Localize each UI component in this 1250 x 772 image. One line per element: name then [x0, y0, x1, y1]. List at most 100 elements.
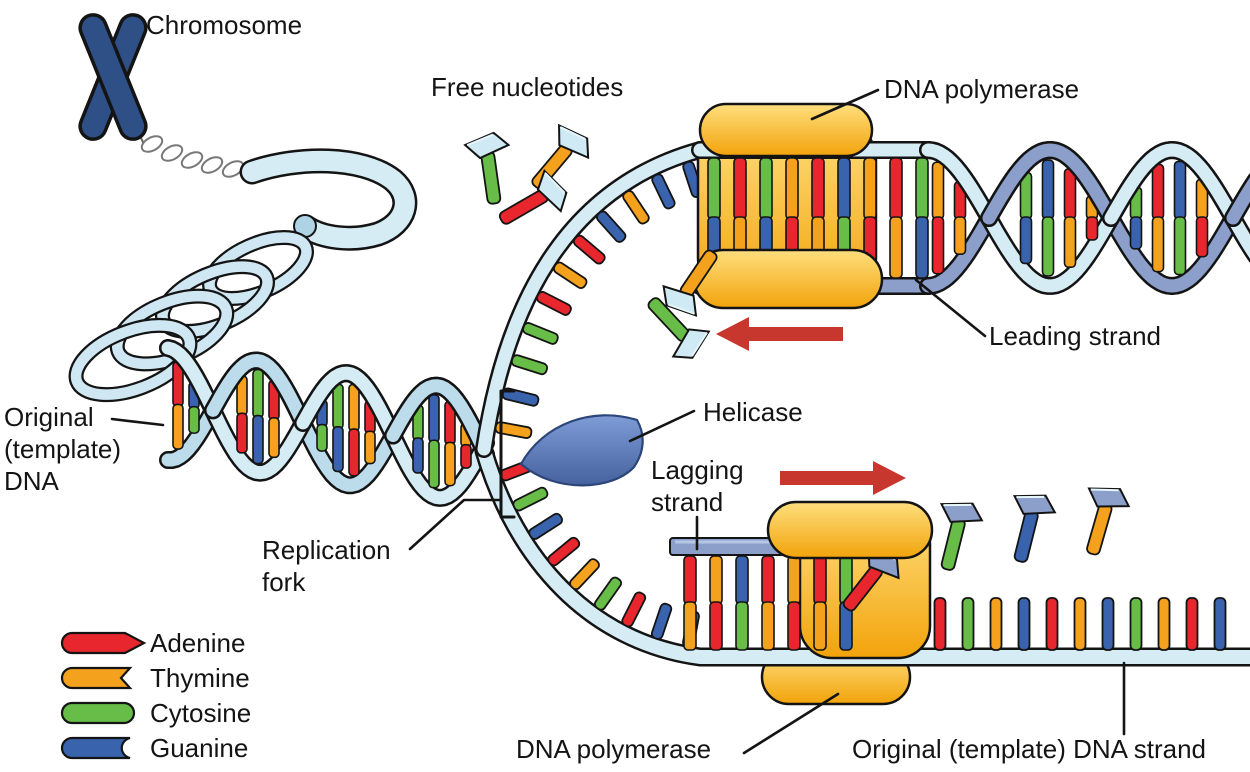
template-base — [1017, 597, 1031, 651]
replication-fork-bracket — [499, 389, 516, 519]
free-nucleotide — [647, 297, 711, 359]
template-base — [510, 354, 549, 376]
replication-fork-label-line2: fork — [262, 567, 306, 597]
thymine-label: Thymine — [150, 663, 250, 693]
dna-polymerase-lagging-upper — [766, 500, 934, 560]
template-base — [547, 536, 581, 567]
leading-strand-assembly — [691, 102, 1250, 310]
template-base — [596, 210, 627, 243]
template-base — [572, 234, 606, 265]
template-base — [494, 421, 533, 439]
base-pair — [332, 383, 344, 473]
template-base — [933, 597, 947, 651]
template-base — [1157, 597, 1171, 651]
leading-direction-arrow — [716, 317, 843, 351]
base-pair — [735, 555, 749, 651]
guanine-label: Guanine — [150, 733, 248, 763]
template-base — [989, 597, 1003, 651]
template-base — [553, 261, 588, 289]
template-base — [1073, 597, 1087, 651]
base-pair — [172, 360, 184, 450]
lagging-strand-label-line1: Lagging — [651, 455, 744, 485]
template-base — [1185, 597, 1199, 651]
guanine-swatch — [60, 736, 131, 760]
diagram-labels: Chromosome Free nucleotides DNA polymera… — [4, 10, 1206, 764]
free-nucleotide — [939, 502, 984, 571]
free-nucleotide — [498, 168, 568, 225]
lagging-strand-assembly — [669, 500, 934, 660]
template-base — [512, 486, 549, 512]
base-pair — [787, 555, 801, 651]
template-base — [522, 322, 559, 345]
diagram-art — [68, 13, 1250, 706]
template-base — [528, 512, 563, 540]
dna-polymerase-bottom-pointer — [742, 692, 840, 755]
template-base — [1129, 597, 1143, 651]
free-nucleotide — [1086, 487, 1131, 556]
base-pair — [236, 375, 248, 454]
base-pair — [1173, 160, 1187, 276]
base-pair — [428, 393, 440, 489]
base-pair — [889, 157, 903, 279]
base-pair — [1063, 168, 1077, 268]
template-base — [1045, 597, 1059, 651]
base-color-legend: Adenine Thymine Cytosine Guanine — [60, 628, 251, 763]
free-nucleotide — [463, 131, 511, 205]
base-pair — [1019, 171, 1033, 265]
free-nucleotide — [1012, 494, 1057, 563]
base-pair — [1041, 159, 1055, 277]
dna-polymerase-leading-upper — [698, 102, 874, 158]
original-dna-helix — [159, 339, 495, 507]
free-nucleotide — [662, 249, 718, 317]
original-dna-label-line3: DNA — [4, 466, 60, 496]
cytosine-swatch — [60, 701, 136, 725]
base-pair — [348, 383, 360, 477]
base-pair — [813, 555, 827, 651]
lagging-strand-label-line2: strand — [651, 487, 723, 517]
free-nucleotide — [842, 545, 900, 612]
template-base — [1101, 597, 1115, 651]
template-base — [593, 576, 623, 611]
template-base — [651, 173, 676, 210]
replication-fork-label-line1: Replication — [262, 535, 391, 565]
original-dna-label-line2: (template) — [4, 434, 121, 464]
base-pair — [1195, 178, 1209, 258]
dna-polymerase-bottom-label: DNA polymerase — [516, 734, 711, 764]
base-pair — [761, 555, 775, 651]
dna-polymerase-top-pointer — [810, 88, 880, 121]
template-base — [536, 290, 572, 316]
base-pair — [915, 157, 929, 279]
dna-polymerase-leading-lower — [692, 248, 884, 310]
base-pair — [444, 400, 456, 487]
helicase-pointer — [628, 409, 696, 443]
free-nucleotides-label: Free nucleotides — [431, 72, 623, 102]
lagging-direction-arrow — [780, 461, 906, 495]
leading-strand-pointer — [914, 278, 987, 338]
template-base — [961, 597, 975, 651]
base-pair — [252, 368, 264, 465]
thymine-swatch — [60, 666, 133, 690]
original-dna-pointer — [110, 417, 165, 427]
base-pair — [709, 555, 723, 651]
original-dna-label-line1: Original — [4, 402, 94, 432]
dna-polymerase-top-label: DNA polymerase — [884, 74, 1079, 104]
base-pair — [683, 555, 697, 651]
template-base — [621, 591, 647, 628]
original-template-strand-label: Original (template) DNA strand — [852, 734, 1206, 764]
cytosine-label: Cytosine — [150, 698, 251, 728]
helicase-label: Helicase — [703, 397, 803, 427]
leading-duplex-twist — [919, 141, 1250, 295]
base-pair — [931, 161, 945, 275]
leading-strand-label: Leading strand — [989, 321, 1161, 351]
template-base — [650, 602, 673, 640]
label-pointers — [110, 88, 1126, 755]
template-strand-top — [475, 141, 709, 458]
chromosome-label: Chromosome — [146, 10, 302, 40]
template-base — [501, 387, 540, 407]
adenine-swatch — [60, 631, 147, 655]
helicase-enzyme — [519, 414, 644, 487]
template-base — [622, 190, 650, 225]
base-pair — [1151, 163, 1165, 273]
